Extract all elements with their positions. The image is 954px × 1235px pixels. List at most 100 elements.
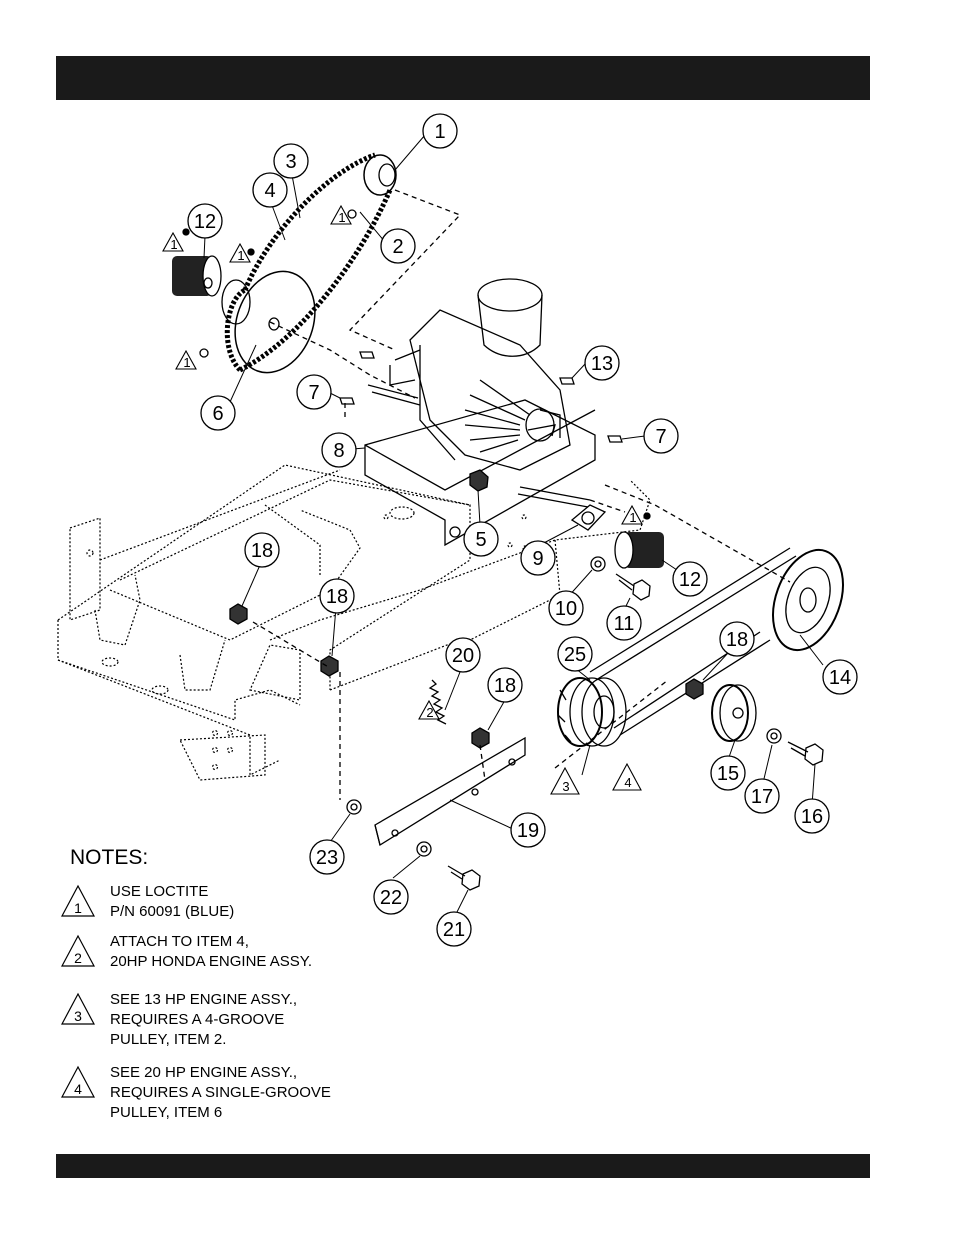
callout-15: 15 [710,755,746,791]
notes-title: NOTES: [70,846,149,869]
warning-triangle-icon: 1 [61,884,95,917]
callout-18a: 18 [244,532,280,568]
note-flag-1c: 1 [175,349,197,370]
warning-triangle-icon: 4 [61,1065,95,1098]
note-flag-1a: 1 [162,231,184,252]
callout-23: 23 [309,839,345,875]
svg-text:2: 2 [392,236,403,258]
header-bar [56,56,870,100]
note-4-line-2: REQUIRES A SINGLE-GROOVE [110,1084,331,1101]
svg-text:16: 16 [801,806,823,828]
callout-11: 11 [606,605,642,641]
note-flag-1d: 1 [330,204,352,225]
callout-2: 2 [380,228,416,264]
callout-21: 21 [436,911,472,947]
note-4-line-1: SEE 20 HP ENGINE ASSY., [110,1064,298,1081]
svg-text:18: 18 [326,586,348,608]
svg-text:2: 2 [74,950,82,966]
callout-6: 6 [200,395,236,431]
svg-text:4: 4 [264,180,275,202]
svg-text:1: 1 [338,210,345,225]
svg-text:1: 1 [183,355,190,370]
svg-text:20: 20 [452,645,474,667]
callout-22: 22 [373,879,409,915]
callout-18d: 18 [719,621,755,657]
callout-8: 8 [321,432,357,468]
svg-text:4: 4 [74,1081,82,1097]
svg-text:7: 7 [655,426,666,448]
idler-bracket [229,603,526,891]
svg-text:14: 14 [829,667,851,689]
svg-text:22: 22 [380,887,402,909]
note-flag-3: 3 [550,766,580,795]
note-flag-1b: 1 [229,242,251,263]
svg-text:1: 1 [74,900,82,916]
note-1: 1 USE LOCTITE P/N 60091 (BLUE) [60,882,400,932]
svg-text:3: 3 [562,779,569,794]
svg-text:8: 8 [333,440,344,462]
callout-17: 17 [744,778,780,814]
note-3-line-2: REQUIRES A 4-GROOVE [110,1011,285,1028]
callout-18c: 18 [487,667,523,703]
callout-12a: 12 [187,203,223,239]
note-flags: 1 1 1 1 1 2 3 4 [162,204,643,795]
svg-text:11: 11 [614,613,635,635]
callout-7b: 7 [643,418,679,454]
callout-7a: 7 [296,374,332,410]
svg-text:3: 3 [74,1008,82,1024]
svg-text:1: 1 [237,248,244,263]
note-4-line-3: PULLEY, ITEM 6 [110,1104,223,1121]
callouts: 1 2 3 4 5 6 7 7 8 9 10 11 12 12 13 14 15… [187,113,858,947]
callout-5: 5 [463,521,499,557]
callout-18b: 18 [319,578,355,614]
svg-text:1: 1 [629,510,636,525]
svg-text:6: 6 [212,403,223,425]
svg-text:1: 1 [434,121,445,143]
note-1-line-1: USE LOCTITE [110,883,209,900]
svg-text:9: 9 [532,548,543,570]
svg-text:4: 4 [624,775,631,790]
svg-text:18: 18 [726,629,748,651]
svg-text:15: 15 [717,763,739,785]
callout-12b: 12 [672,561,708,597]
svg-text:25: 25 [564,644,586,666]
svg-text:5: 5 [475,529,486,551]
svg-text:13: 13 [591,353,613,375]
note-2-line-2: 20HP HONDA ENGINE ASSY. [110,953,313,970]
note-2: 2 ATTACH TO ITEM 4, 20HP HONDA ENGINE AS… [60,932,400,982]
note-3-line-1: SEE 13 HP ENGINE ASSY., [110,991,298,1008]
svg-text:17: 17 [751,786,773,808]
svg-text:10: 10 [555,598,577,620]
svg-text:19: 19 [517,820,539,842]
callout-3: 3 [273,143,309,179]
svg-text:18: 18 [494,675,516,697]
callout-9: 9 [520,540,556,576]
svg-text:7: 7 [308,382,319,404]
svg-text:2: 2 [426,705,433,720]
callout-14: 14 [822,659,858,695]
callout-13: 13 [584,345,620,381]
callout-10: 10 [548,590,584,626]
callout-20: 20 [445,637,481,673]
callout-1: 1 [422,113,458,149]
note-flag-2: 2 [418,699,440,720]
note-3-line-3: PULLEY, ITEM 2. [110,1031,227,1048]
chain-drive [172,152,664,569]
svg-text:3: 3 [285,151,296,173]
svg-text:12: 12 [679,569,701,591]
note-flag-4: 4 [612,762,642,791]
svg-text:12: 12 [194,211,216,233]
note-4: 4 SEE 20 HP ENGINE ASSY., REQUIRES A SIN… [60,1063,400,1127]
warning-triangle-icon: 3 [61,992,95,1025]
svg-text:23: 23 [316,847,338,869]
footer-bar [56,1154,870,1178]
callout-4: 4 [252,172,288,208]
svg-text:21: 21 [443,919,465,941]
note-3: 3 SEE 13 HP ENGINE ASSY., REQUIRES A 4-G… [60,990,400,1054]
callout-25: 25 [557,636,593,672]
callout-19: 19 [510,812,546,848]
svg-text:1: 1 [170,237,177,252]
note-flag-1e: 1 [621,504,643,525]
callout-16: 16 [794,798,830,834]
note-2-line-1: ATTACH TO ITEM 4, [110,933,249,950]
